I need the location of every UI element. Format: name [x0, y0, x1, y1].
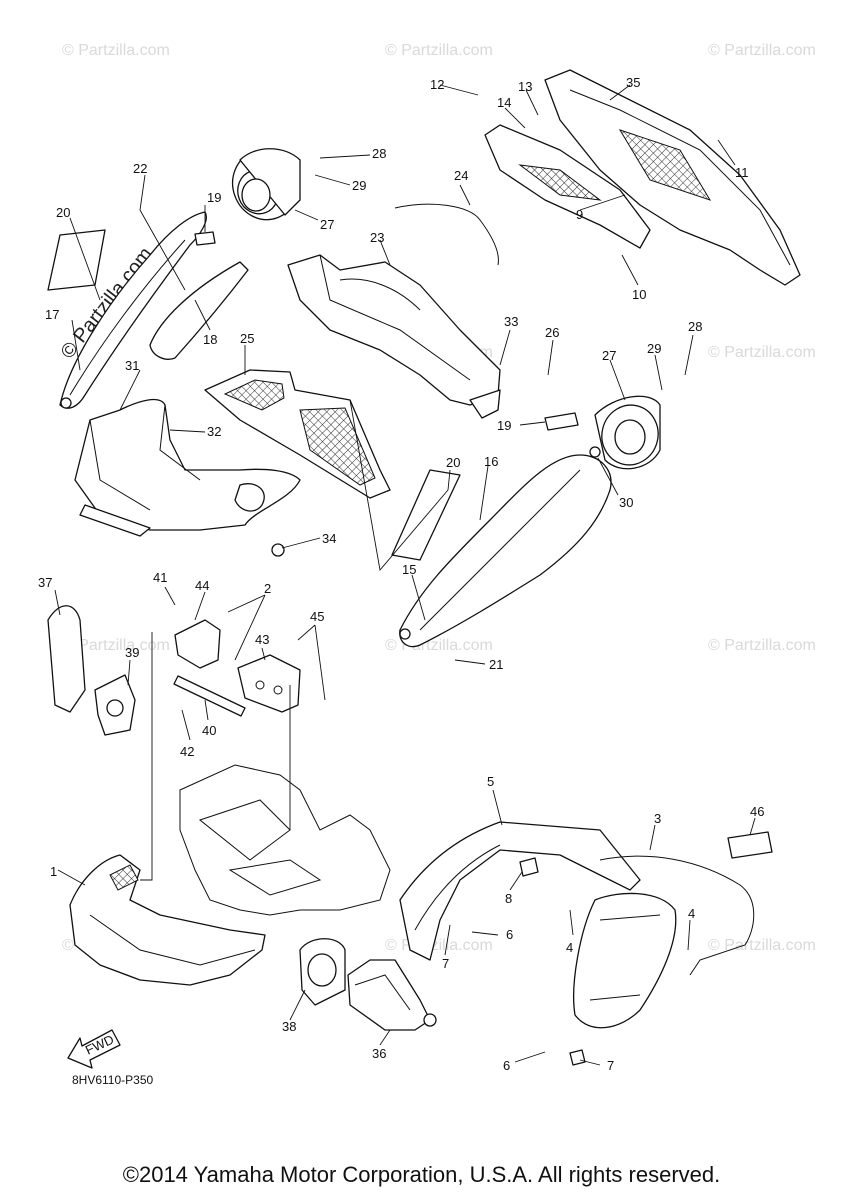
callout-29b: 29	[647, 341, 661, 356]
leader-lines	[54, 84, 756, 1066]
callout-19b: 19	[497, 418, 511, 433]
callout-34: 34	[322, 531, 336, 546]
callout-22: 22	[133, 161, 147, 176]
watermark: © Partzilla.com	[708, 42, 816, 59]
callout-41: 41	[153, 570, 167, 585]
right-side-cover	[391, 412, 612, 648]
lower-cowl-right	[399, 821, 773, 1066]
callout-33: 33	[504, 314, 518, 329]
callout-14: 14	[497, 95, 511, 110]
callout-42: 42	[180, 744, 194, 759]
callout-17: 17	[45, 307, 59, 322]
mesh-panel	[204, 369, 391, 499]
callout-18: 18	[203, 332, 217, 347]
callout-8: 8	[505, 891, 512, 906]
callout-6a: 6	[506, 927, 513, 942]
callout-2: 2	[264, 581, 271, 596]
upper-cowl-panel	[484, 69, 801, 286]
fwd-arrow: FWD	[67, 1029, 121, 1069]
callout-25: 25	[240, 331, 254, 346]
duct-ring-upper	[231, 148, 301, 221]
callout-24: 24	[454, 168, 468, 183]
callout-21: 21	[489, 657, 503, 672]
callout-1: 1	[50, 864, 57, 879]
callout-45: 45	[310, 609, 324, 624]
callout-4b: 4	[688, 906, 695, 921]
callout-6b: 6	[503, 1058, 510, 1073]
callout-26: 26	[545, 325, 559, 340]
callout-9: 9	[576, 207, 583, 222]
callout-7b: 7	[607, 1058, 614, 1073]
callout-15: 15	[402, 562, 416, 577]
callout-numbers: 1 2 3 4 4 5 6 6 7 7 8 9 10 11 12 13 14 1…	[38, 75, 764, 1073]
callout-12: 12	[430, 77, 444, 92]
callout-40: 40	[202, 723, 216, 738]
lower-ducts	[299, 938, 437, 1031]
callout-36: 36	[372, 1046, 386, 1061]
brackets	[173, 619, 301, 717]
watermark: © Partzilla.com	[708, 344, 816, 361]
callout-19a: 19	[207, 190, 221, 205]
callout-10: 10	[632, 287, 646, 302]
callout-30: 30	[619, 495, 633, 510]
watermark: © Partzilla.com	[385, 937, 493, 954]
callout-27b: 27	[602, 348, 616, 363]
callout-28b: 28	[688, 319, 702, 334]
callout-32: 32	[207, 424, 221, 439]
duct-ring-right	[589, 395, 661, 470]
frame-reference	[179, 764, 391, 916]
air-duct-assembly	[74, 398, 301, 557]
callout-35: 35	[626, 75, 640, 90]
callout-39: 39	[125, 645, 139, 660]
callout-29a: 29	[352, 178, 366, 193]
mirror-mounts	[47, 605, 136, 736]
center-cowl	[287, 203, 501, 419]
callout-11: 11	[735, 165, 749, 180]
copyright-footer: ©2014 Yamaha Motor Corporation, U.S.A. A…	[122, 1162, 721, 1187]
callout-31: 31	[125, 358, 139, 373]
watermark: © Partzilla.com	[62, 42, 170, 59]
callout-13: 13	[518, 79, 532, 94]
callout-16: 16	[484, 454, 498, 469]
callout-38: 38	[282, 1019, 296, 1034]
callout-43: 43	[255, 632, 269, 647]
callout-44: 44	[195, 578, 209, 593]
callout-28a: 28	[372, 146, 386, 161]
watermark: © Partzilla.com	[708, 937, 816, 954]
watermark: © Partzilla.com	[708, 637, 816, 654]
callout-5: 5	[487, 774, 494, 789]
side-cover-assembly	[47, 211, 249, 409]
callout-3: 3	[654, 811, 661, 826]
callout-20a: 20	[56, 205, 70, 220]
diagram-code: 8HV6110-P350	[72, 1073, 154, 1087]
callout-7a: 7	[442, 956, 449, 971]
callout-46: 46	[750, 804, 764, 819]
front-spoiler	[69, 854, 266, 986]
watermark: © Partzilla.com	[385, 42, 493, 59]
callout-23: 23	[370, 230, 384, 245]
callout-27a: 27	[320, 217, 334, 232]
callout-4a: 4	[566, 940, 573, 955]
callout-37: 37	[38, 575, 52, 590]
watermark: © Partzilla.com	[62, 637, 170, 654]
callout-20b: 20	[446, 455, 460, 470]
